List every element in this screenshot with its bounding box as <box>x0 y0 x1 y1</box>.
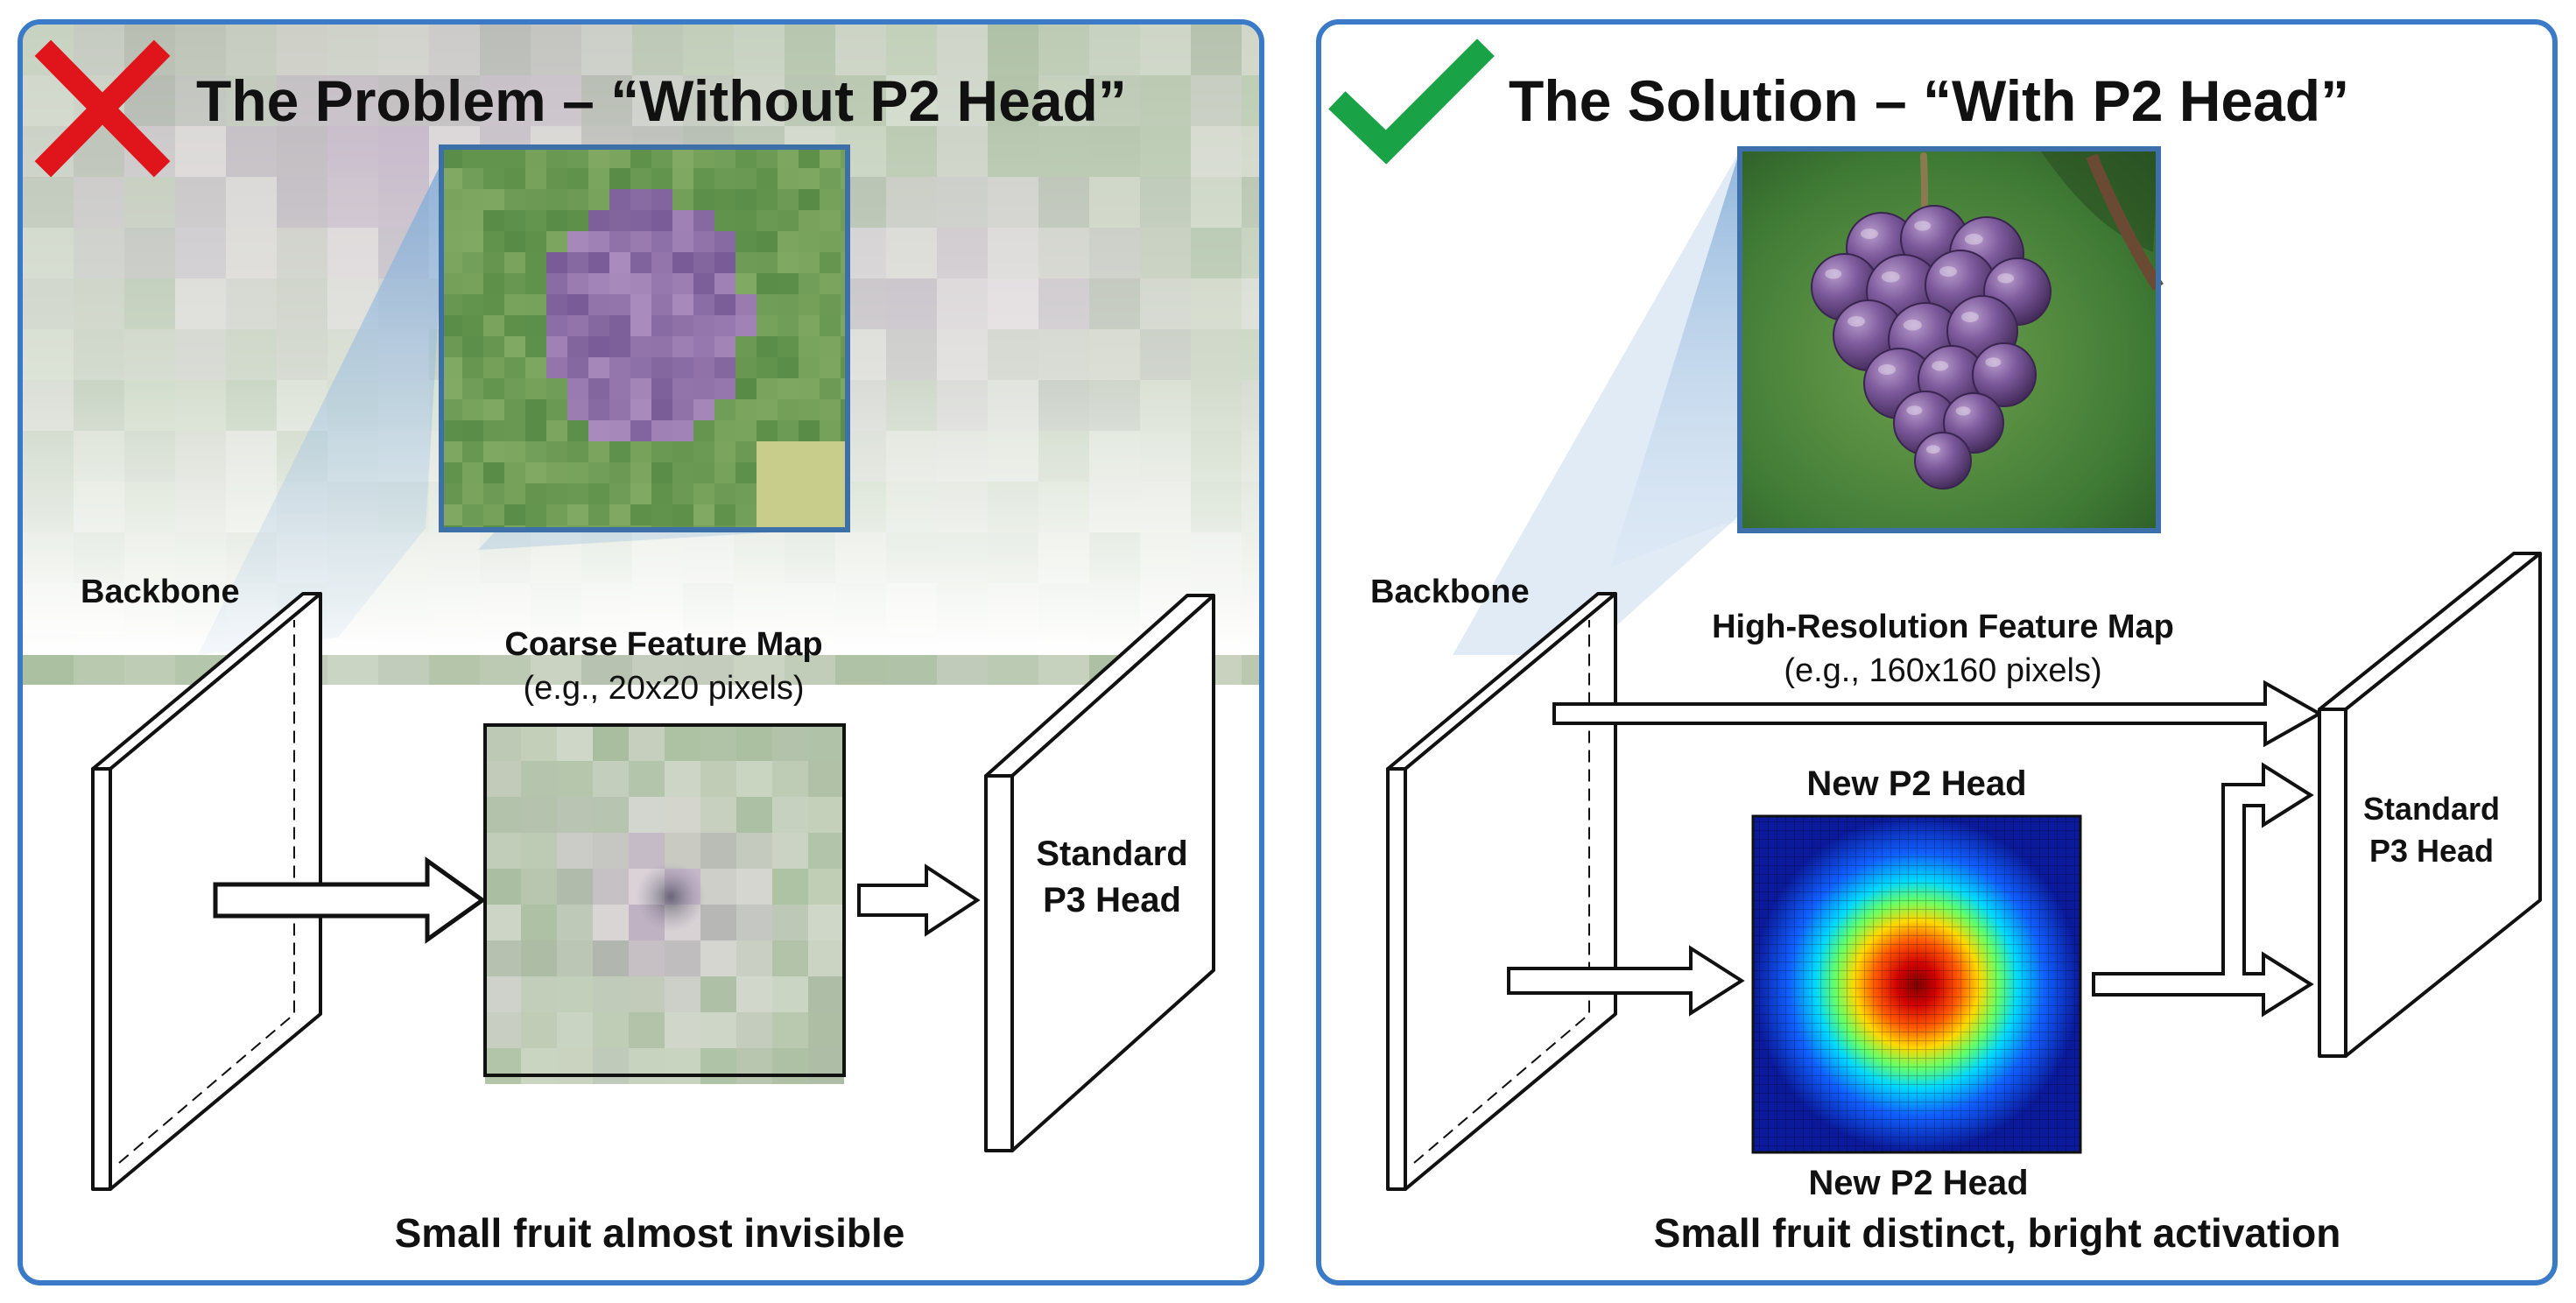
problem-caption: Small fruit almost invisible <box>395 1210 905 1256</box>
coarse-map-size: (e.g., 20x20 pixels) <box>523 670 804 707</box>
solution-caption: Small fruit distinct, bright activation <box>1654 1210 2341 1256</box>
p3-head-label-line1: Standard <box>2363 791 2500 827</box>
solution-title: The Solution – “With P2 Head” <box>1509 68 2349 133</box>
arrow-to-p2-head <box>1507 945 1745 1017</box>
solution-panel: The Solution – “With P2 Head” Backbone H… <box>1316 19 2558 1285</box>
coarse-feature-map <box>483 723 846 1084</box>
p3-head-label-line1: Standard <box>1036 835 1187 873</box>
problem-panel: The Problem – “Without P2 Head” Backbone… <box>18 19 1264 1285</box>
arrow-to-coarse-map <box>213 856 487 944</box>
problem-diagram: The Problem – “Without P2 Head” Backbone… <box>23 25 1259 1256</box>
p2-head-label-top: New P2 Head <box>1806 764 2026 803</box>
high-res-map-title: High-Resolution Feature Map <box>1712 609 2174 645</box>
arrow-p2-to-p3-head <box>2092 762 2314 1018</box>
pixelated-grape-image <box>439 144 850 532</box>
p3-head-label-line2: P3 Head <box>1043 881 1181 919</box>
zoom-callout <box>198 149 448 655</box>
p3-head-block <box>984 594 1215 1152</box>
high-res-map-size: (e.g., 160x160 pixels) <box>1784 652 2101 689</box>
cross-icon <box>34 39 171 178</box>
backbone-label: Backbone <box>1370 574 1530 610</box>
coarse-map-title: Coarse Feature Map <box>504 626 822 663</box>
backbone-label: Backbone <box>81 574 240 610</box>
backbone-block <box>1386 592 1617 1191</box>
arrow-high-res-to-p3-head <box>1552 680 2324 748</box>
zoom-callout <box>1610 151 1740 567</box>
p3-head-block <box>2318 552 2542 1058</box>
arrow-to-p3-head <box>857 863 981 937</box>
p2-head-label-bottom: New P2 Head <box>1808 1164 2028 1202</box>
check-icon <box>1328 39 1495 165</box>
problem-title: The Problem – “Without P2 Head” <box>196 68 1127 133</box>
solution-diagram: The Solution – “With P2 Head” Backbone H… <box>1328 39 2542 1256</box>
sharp-grape-image <box>1737 146 2164 533</box>
p3-head-label-line2: P3 Head <box>2369 833 2494 869</box>
p2-activation-heatmap <box>1751 814 2082 1154</box>
zoom-callout-shadow <box>1453 151 1740 655</box>
